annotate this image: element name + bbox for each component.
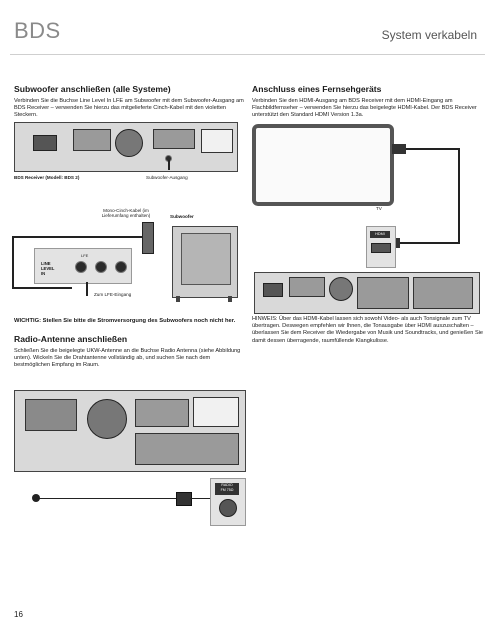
- subwoofer-foot-left: [176, 296, 180, 302]
- hdmi-cable-bottom: [400, 242, 460, 244]
- fm-jack-icon: [219, 499, 237, 517]
- subwoofer-heading: Subwoofer anschließen (alle Systeme): [14, 84, 171, 94]
- hdmi-plug-tv-icon: [392, 144, 406, 154]
- lfe-panel-zoom: LINE LEVEL IN LFE: [34, 248, 132, 284]
- tv-heading: Anschluss eines Fernsehgeräts: [252, 84, 382, 94]
- brand-header: BDS: [14, 18, 61, 43]
- av-jacks-right-icon: [357, 277, 409, 309]
- fan-right-icon: [329, 277, 353, 301]
- tv-screen: [252, 124, 394, 206]
- speaker-terminals-icon: [73, 129, 111, 151]
- radio-heading: Radio-Antenne anschließen: [14, 334, 128, 344]
- label-plate-large-icon: [193, 397, 239, 427]
- tv-caption: TV: [376, 206, 382, 211]
- antenna-wire: [38, 498, 178, 499]
- hdmi-cable-top: [406, 148, 460, 150]
- antenna-end-icon: [32, 494, 40, 502]
- antenna-plug-icon: [176, 492, 192, 506]
- lfe-jack-2: [95, 261, 107, 273]
- cable-horizontal-top: [12, 236, 142, 238]
- speaker-terminals-right-icon: [289, 277, 325, 297]
- tv-text: Verbinden Sie den HDMI-Ausgang am BDS Re…: [252, 98, 477, 119]
- io-jacks-large-icon: [135, 433, 239, 465]
- fm-antenna-zoom: RADIO FM 75Ω: [210, 478, 246, 526]
- av-jacks-icon: [153, 129, 195, 149]
- cable-vertical-left: [12, 236, 14, 288]
- lfe-top-label: LFE: [81, 253, 89, 258]
- header-divider: [10, 54, 485, 55]
- fan-icon: [115, 129, 143, 157]
- power-socket-right-icon: [263, 283, 283, 297]
- speaker-terminals-large-icon: [25, 399, 77, 431]
- fan-large-icon: [87, 399, 127, 439]
- lfe-caption: Zum LFE-Eingang: [94, 292, 132, 297]
- subwoofer-caption: Subwoofer: [170, 214, 194, 219]
- label-plate-icon: [201, 129, 233, 153]
- power-socket-icon: [33, 135, 57, 151]
- lfe-cable-stub: [86, 282, 88, 296]
- receiver-caption: BDS Receiver (Modell: BDS 2): [14, 175, 80, 180]
- io-jacks-right-icon: [413, 277, 473, 309]
- receiver-rear-panel-large: [14, 390, 246, 472]
- hdmi-port-zoom: HDMI: [366, 226, 396, 268]
- subwoofer-panel: [181, 233, 231, 285]
- antenna-plug-lead: [190, 498, 210, 499]
- subwoofer-box: [172, 226, 238, 298]
- receiver-rear-panel-right: [254, 272, 480, 314]
- hdmi-cable-vertical: [458, 148, 460, 244]
- page-number: 16: [14, 610, 23, 619]
- hdmi-port-icon: [371, 243, 391, 253]
- lfe-jack-1: [75, 261, 87, 273]
- subwoofer-warning: WICHTIG: Stellen Sie bitte die Stromvers…: [14, 318, 236, 324]
- radio-text: Schließen Sie die beigelegte UKW-Antenne…: [14, 348, 241, 369]
- rca-plug-icon: [142, 222, 154, 254]
- sub-out-caption: Subwoofer-Ausgang: [146, 175, 188, 180]
- subwoofer-foot-right: [228, 296, 232, 302]
- subwoofer-text: Verbinden Sie die Buchse Line Level In L…: [14, 98, 244, 119]
- tv-note: HINWEIS: Über das HDMI-Kabel lassen sich…: [252, 316, 484, 344]
- receiver-rear-panel: [14, 122, 238, 172]
- sub-cable-stub: [168, 160, 170, 170]
- av-jacks-large-icon: [135, 399, 189, 427]
- fm-label-box: RADIO FM 75Ω: [215, 483, 239, 495]
- lfe-jack-3: [115, 261, 127, 273]
- cable-horizontal-bottom: [12, 287, 72, 289]
- section-title: System verkabeln: [381, 28, 477, 42]
- cable-caption: Mono-Cinch-Kabel (im Lieferumfang enthal…: [101, 208, 151, 218]
- lfe-panel-label: LINE LEVEL IN: [41, 261, 55, 276]
- hdmi-label: HDMI: [370, 231, 390, 238]
